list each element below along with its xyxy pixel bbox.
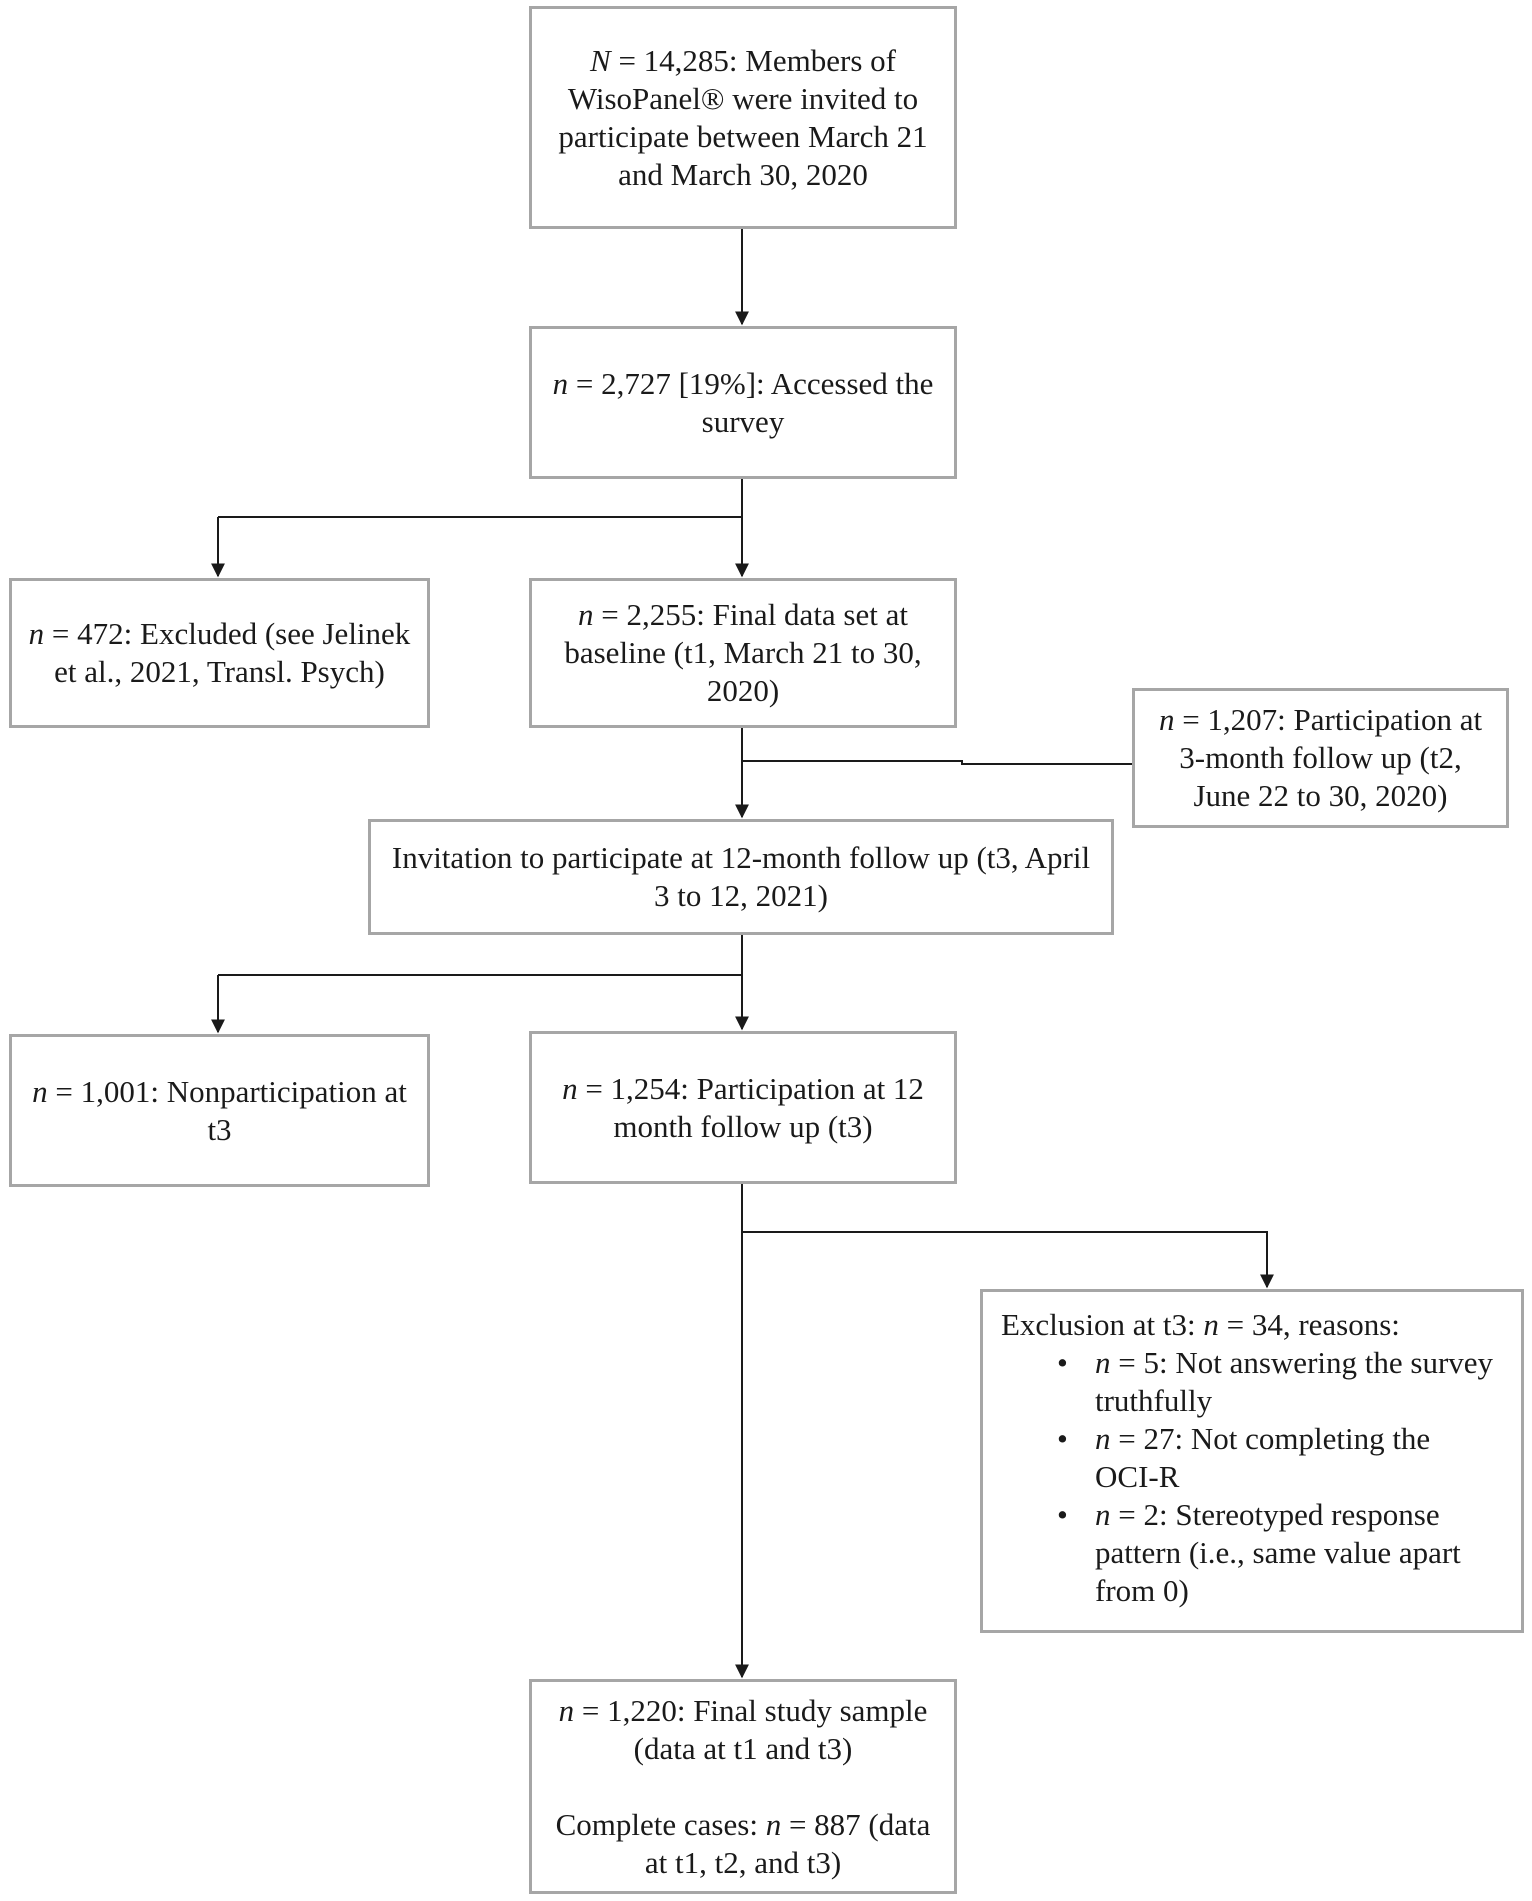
exclusion-reason-item: • n = 5: Not answering the survey truthfu… — [1057, 1344, 1495, 1420]
baseline-text: n = 2,255: Final data set at baseline (t… — [546, 596, 940, 710]
sample-size-symbol: n — [1203, 1307, 1219, 1342]
excluded-box: n = 472: Excluded (see Jelinek et al., 2… — [9, 578, 430, 728]
t2-participation-label: = 1,207: Participation at 3-month follow… — [1174, 702, 1483, 813]
sample-size-symbol: n — [1158, 702, 1175, 737]
sample-size-symbol: n — [32, 1073, 48, 1109]
participation-t3-box: n = 1,254: Participation at 12 month fol… — [529, 1031, 957, 1184]
invited-members-text: N = 14,285: Members of WisoPanel® were i… — [546, 42, 940, 194]
t2-participation-text: n = 1,207: Participation at 3-month foll… — [1149, 701, 1492, 815]
accessed-survey-text: n = 2,727 [19%]: Accessed the survey — [546, 365, 940, 441]
exclusion-reason-label: = 2: Stereotyped response pattern (i.e.,… — [1095, 1497, 1461, 1608]
exclusion-reason-label: = 5: Not answering the survey truthfully — [1095, 1345, 1494, 1418]
invitation-t3-box: Invitation to participate at 12-month fo… — [368, 819, 1114, 935]
bullet-icon: • — [1057, 1345, 1068, 1380]
sample-size-symbol: n — [28, 616, 45, 651]
exclusion-t3-box: Exclusion at t3: n = 34, reasons: • n = 5… — [980, 1289, 1524, 1633]
t2-participation-box: n = 1,207: Participation at 3-month foll… — [1132, 688, 1509, 828]
sample-size-symbol: N — [590, 42, 611, 78]
complete-cases-text: Complete cases: n = 887 (data at t1, t2,… — [546, 1806, 940, 1882]
final-sample-text: n = 1,220: Final study sample (data at t… — [546, 1692, 940, 1768]
sample-size-symbol: n — [1095, 1421, 1111, 1456]
complete-cases-prefix: Complete cases: — [555, 1806, 766, 1842]
baseline-box: n = 2,255: Final data set at baseline (t… — [529, 578, 957, 728]
final-sample-box: n = 1,220: Final study sample (data at t… — [529, 1679, 957, 1894]
sample-size-symbol: n — [562, 1070, 578, 1106]
excluded-text: n = 472: Excluded (see Jelinek et al., 2… — [26, 615, 413, 691]
accessed-survey-box: n = 2,727 [19%]: Accessed the survey — [529, 326, 957, 479]
invited-members-label: = 14,285: Members of WisoPanel® were inv… — [558, 42, 928, 192]
line-exclusion-branch — [742, 1231, 1274, 1289]
exclusion-t3-heading: Exclusion at t3: n = 34, reasons: — [1001, 1306, 1400, 1344]
invitation-t3-text: Invitation to participate at 12-month fo… — [391, 840, 1091, 913]
accessed-survey-label: = 2,727 [19%]: Accessed the survey — [568, 365, 934, 439]
sample-size-symbol: n — [765, 1806, 782, 1842]
exclusion-reason-item: • n = 2: Stereotyped response pattern (i.… — [1057, 1496, 1495, 1610]
participation-t3-label: = 1,254: Participation at 12 month follo… — [577, 1070, 924, 1144]
nonparticipation-text: n = 1,001: Nonparticipation at t3 — [26, 1073, 413, 1149]
sample-size-symbol: n — [1095, 1345, 1111, 1380]
invited-members-box: N = 14,285: Members of WisoPanel® were i… — [529, 6, 957, 229]
bullet-icon: • — [1057, 1497, 1068, 1532]
complete-cases-suffix: = 887 (data at t1, t2, and t3) — [644, 1806, 931, 1880]
sample-size-symbol: n — [577, 597, 594, 632]
nonparticipation-label: = 1,001: Nonparticipation at t3 — [47, 1073, 407, 1147]
exclusion-heading-prefix: Exclusion at t3: — [1001, 1307, 1204, 1342]
participation-t3-text: n = 1,254: Participation at 12 month fol… — [546, 1070, 940, 1146]
exclusion-reasons-list: • n = 5: Not answering the survey truthfu… — [1001, 1344, 1495, 1610]
line-t2-join — [742, 760, 1132, 765]
bullet-icon: • — [1057, 1421, 1068, 1456]
sample-size-symbol: n — [1095, 1497, 1111, 1532]
sample-size-symbol: n — [558, 1692, 575, 1728]
excluded-label: = 472: Excluded (see Jelinek et al., 202… — [44, 616, 411, 689]
exclusion-reason-label: = 27: Not completing the OCI-R — [1095, 1421, 1431, 1494]
nonparticipation-box: n = 1,001: Nonparticipation at t3 — [9, 1034, 430, 1187]
sample-size-symbol: n — [552, 365, 569, 401]
final-sample-label: = 1,220: Final study sample (data at t1 … — [574, 1692, 928, 1766]
exclusion-heading-suffix: = 34, reasons: — [1218, 1307, 1400, 1342]
baseline-label: = 2,255: Final data set at baseline (t1,… — [564, 597, 922, 708]
exclusion-reason-item: • n = 27: Not completing the OCI-R — [1057, 1420, 1495, 1496]
